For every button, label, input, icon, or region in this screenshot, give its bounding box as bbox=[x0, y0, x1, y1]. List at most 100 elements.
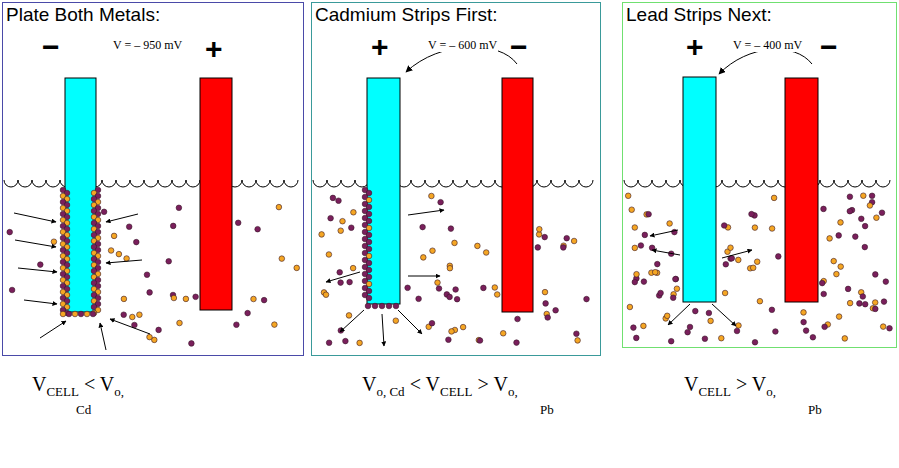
ion bbox=[834, 271, 840, 277]
ion bbox=[447, 294, 453, 300]
ion bbox=[776, 254, 782, 260]
ion bbox=[326, 340, 332, 346]
ion bbox=[405, 285, 411, 291]
current-arrow bbox=[719, 49, 812, 74]
ion bbox=[836, 233, 842, 239]
ion bbox=[7, 229, 13, 235]
voltage-label: V = – 400 mV bbox=[732, 38, 803, 52]
ion bbox=[860, 294, 866, 300]
ion bbox=[338, 280, 344, 286]
counter-electrode bbox=[785, 78, 818, 302]
ion-arrow bbox=[24, 300, 57, 304]
ion bbox=[873, 306, 879, 312]
ion bbox=[847, 194, 853, 200]
ion bbox=[542, 289, 548, 295]
subscript: Pb bbox=[540, 402, 554, 417]
ion bbox=[838, 220, 844, 226]
ion bbox=[477, 338, 483, 344]
ion bbox=[728, 245, 734, 251]
ion bbox=[454, 296, 460, 302]
ion bbox=[667, 221, 673, 227]
ion bbox=[338, 228, 344, 234]
ion bbox=[78, 311, 84, 317]
ion bbox=[134, 239, 140, 245]
ion bbox=[543, 301, 549, 307]
ion bbox=[245, 310, 251, 316]
ion bbox=[326, 252, 332, 258]
ion bbox=[769, 226, 775, 232]
ion bbox=[545, 315, 551, 321]
voltage-label: V = – 950 mV bbox=[112, 38, 183, 52]
ion bbox=[553, 308, 559, 314]
panel-box: Cadmium Strips First: bbox=[311, 2, 601, 356]
ion bbox=[880, 324, 886, 330]
ion bbox=[655, 261, 661, 267]
ion bbox=[862, 244, 868, 250]
ion bbox=[347, 279, 353, 285]
ion bbox=[193, 294, 199, 300]
ion bbox=[881, 299, 887, 305]
ion bbox=[251, 296, 257, 302]
ion bbox=[883, 279, 889, 285]
ion bbox=[130, 314, 136, 320]
ion bbox=[330, 195, 336, 201]
ion bbox=[632, 279, 638, 285]
ion bbox=[416, 296, 422, 302]
ion bbox=[379, 303, 385, 309]
ion bbox=[752, 340, 758, 346]
ion bbox=[664, 313, 670, 319]
ion bbox=[60, 311, 66, 317]
subscript: CELL bbox=[698, 384, 731, 399]
subscript: o, bbox=[114, 384, 124, 399]
ion bbox=[750, 265, 756, 271]
ion bbox=[51, 239, 57, 245]
ion-arrow bbox=[14, 213, 56, 222]
cell-condition: VCELL> Vo, bbox=[684, 372, 776, 404]
ion bbox=[723, 262, 729, 268]
ion bbox=[771, 195, 777, 201]
panel-title: Cadmium Strips First: bbox=[315, 4, 498, 26]
ion bbox=[641, 279, 647, 285]
ion bbox=[101, 209, 107, 215]
ion bbox=[481, 285, 487, 291]
ion bbox=[629, 207, 635, 213]
ion bbox=[874, 215, 880, 221]
ion-arrow bbox=[408, 210, 444, 215]
ion bbox=[350, 265, 356, 271]
ion bbox=[421, 255, 427, 261]
electrodes bbox=[65, 77, 818, 312]
ion bbox=[887, 326, 893, 332]
ion bbox=[279, 256, 285, 262]
ion bbox=[801, 319, 807, 325]
ion bbox=[121, 312, 127, 318]
ion bbox=[734, 328, 740, 334]
ion bbox=[449, 329, 455, 335]
ion bbox=[447, 265, 453, 271]
ion bbox=[845, 286, 851, 292]
ion-arrow bbox=[100, 323, 106, 350]
polarity-sign: − bbox=[510, 32, 528, 62]
ion bbox=[687, 324, 693, 330]
ion bbox=[429, 320, 435, 326]
ion bbox=[429, 193, 435, 199]
ion bbox=[38, 262, 44, 268]
ion bbox=[693, 308, 699, 314]
cadmium-electrode bbox=[65, 78, 96, 312]
ion bbox=[72, 311, 78, 317]
ion bbox=[685, 329, 691, 335]
ion bbox=[343, 338, 349, 344]
cadmium-electrode bbox=[367, 78, 400, 304]
ion bbox=[821, 206, 827, 212]
ion bbox=[574, 331, 580, 337]
ion bbox=[652, 269, 658, 275]
polarity-sign: + bbox=[205, 34, 223, 64]
ion bbox=[386, 303, 392, 309]
ion bbox=[116, 251, 122, 257]
ion bbox=[430, 248, 436, 254]
ion bbox=[879, 210, 885, 216]
voltage-label: V = – 600 mV bbox=[427, 38, 498, 52]
water-surface bbox=[313, 180, 593, 187]
ion bbox=[673, 276, 679, 282]
cell-condition: VCELL< Vo, bbox=[32, 372, 124, 404]
ion bbox=[670, 295, 676, 301]
